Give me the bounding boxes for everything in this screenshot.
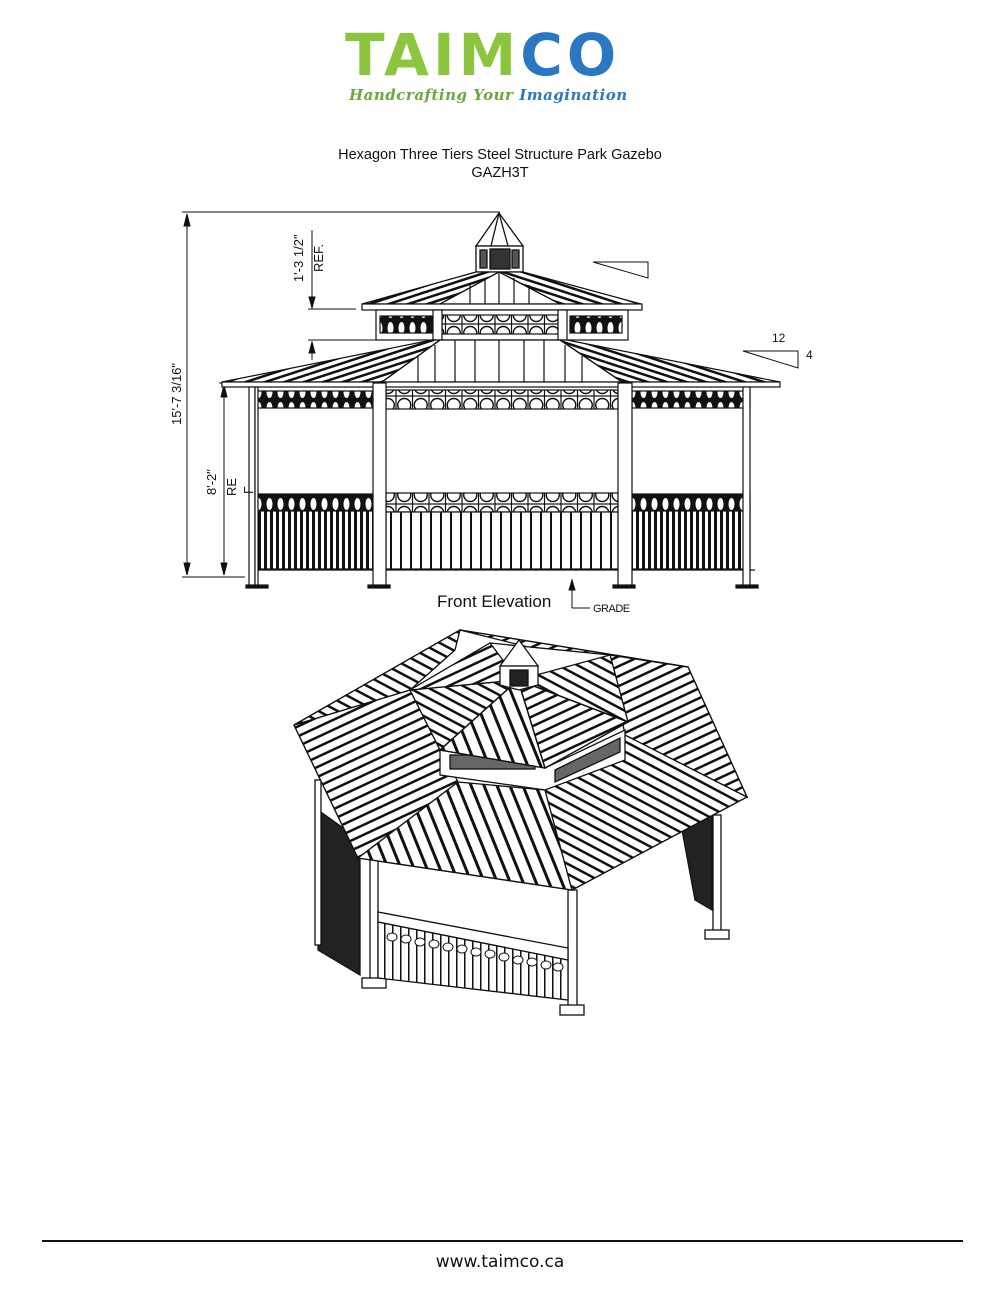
clerestory	[375, 309, 629, 341]
frieze	[254, 389, 751, 410]
taimco-logo: TAIMCO Handcrafting Your Imagination	[345, 26, 627, 111]
lower-roof	[221, 339, 781, 388]
footer-divider	[42, 1240, 963, 1242]
pitch-run-label: 12	[772, 331, 786, 345]
cupola	[474, 211, 525, 273]
model-number: GAZH3T	[471, 165, 529, 181]
grade-label: GRADE	[593, 603, 630, 615]
pitch-rise-label: 4	[806, 348, 813, 362]
logo-wordmark: TAIMCO	[345, 21, 621, 89]
front-elevation-caption: Front Elevation	[437, 592, 552, 611]
isometric-drawing	[293, 628, 749, 1016]
upper-roof	[361, 271, 643, 311]
posts	[245, 382, 759, 589]
logo-tagline: Handcrafting Your Imagination	[349, 86, 628, 104]
document-title: Hexagon Three Tiers Steel Structure Park…	[338, 147, 662, 163]
front-elevation-drawing	[182, 211, 799, 609]
railings	[250, 492, 755, 571]
website-url[interactable]: www.taimco.ca	[435, 1252, 565, 1272]
